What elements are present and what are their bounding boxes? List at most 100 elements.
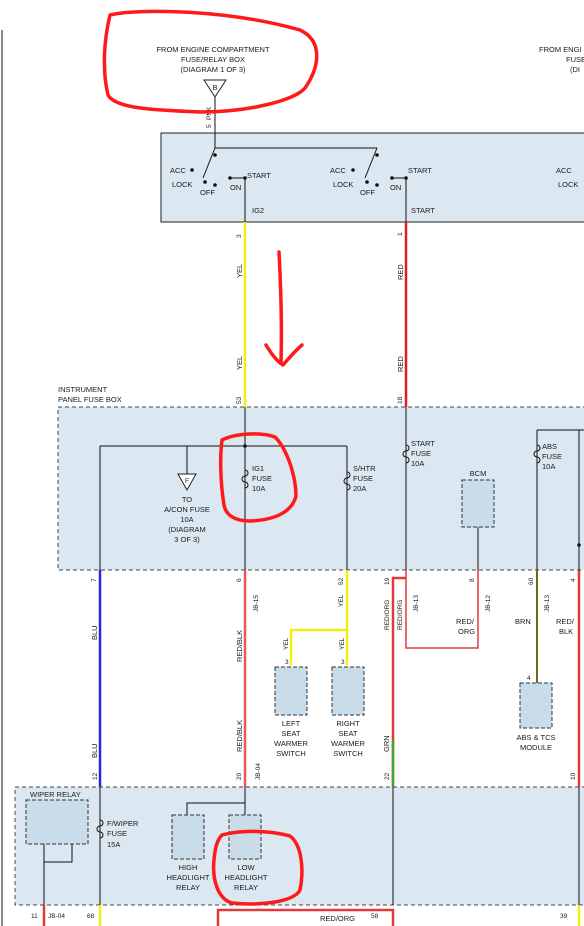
svg-text:ABS: ABS: [542, 442, 557, 451]
shtr-fuse-icon: [343, 471, 351, 491]
right-seat-yel: YEL: [339, 637, 346, 650]
svg-text:7: 7: [91, 578, 98, 582]
svg-text:39: 39: [560, 913, 568, 920]
svg-text:SEAT: SEAT: [338, 729, 357, 738]
svg-text:11: 11: [31, 913, 38, 920]
pin-53: 53: [236, 396, 243, 404]
svg-text:START: START: [408, 166, 432, 175]
svg-text:68: 68: [87, 913, 95, 920]
fwiper-fuse-icon: [96, 819, 104, 839]
high-headlight-relay: [171, 814, 205, 860]
instrument-panel-title: INSTRUMENT PANEL FUSE BOX: [58, 385, 122, 404]
abs-pin: 4: [527, 675, 531, 682]
svg-text:RED/ORG: RED/ORG: [320, 914, 355, 923]
svg-text:YEL: YEL: [338, 594, 345, 607]
svg-text:RED/ORG: RED/ORG: [384, 600, 391, 630]
svg-text:JB-13: JB-13: [413, 595, 420, 612]
svg-text:JB-04: JB-04: [255, 763, 262, 780]
yel-seat-wire: [289, 570, 349, 665]
svg-text:F/WIPER: F/WIPER: [107, 819, 139, 828]
svg-text:BLU: BLU: [90, 743, 99, 758]
yel-label-top: YEL: [235, 264, 244, 278]
svg-text:ACC: ACC: [170, 166, 186, 175]
left-seat-label: LEFT SEAT WARMER SWITCH: [274, 719, 308, 758]
svg-text:FUSE: FUSE: [411, 449, 431, 458]
svg-text:A/CON FUSE: A/CON FUSE: [164, 505, 210, 514]
left-seat-warmer-switch: [274, 666, 308, 716]
svg-text:ON: ON: [390, 183, 401, 192]
svg-text:19: 19: [384, 577, 391, 585]
instrument-panel-fuse-box: [57, 406, 584, 571]
fwiper-fuse-label: F/WIPER FUSE 15A: [107, 819, 139, 849]
abs-fuse-label: ABS FUSE 10A: [542, 442, 562, 471]
left-seat-yel: YEL: [283, 637, 290, 650]
low-relay-label: LOW HEADLIGHT RELAY: [225, 863, 268, 892]
ig1-fuse-label: IG1 FUSE 10A: [252, 464, 272, 493]
svg-text:WARMER: WARMER: [331, 739, 365, 748]
red-blk-right-b: BLK: [559, 627, 573, 636]
abs-tcs-module: [519, 682, 553, 729]
top-pin: 5: [206, 124, 213, 128]
svg-text:RELAY: RELAY: [234, 883, 258, 892]
red-org-label-a: RED/: [456, 617, 475, 626]
ig2-label: IG2: [252, 206, 264, 215]
svg-text:4: 4: [570, 578, 577, 582]
svg-text:IG1: IG1: [252, 464, 264, 473]
svg-text:SWITCH: SWITCH: [276, 749, 306, 758]
svg-text:LOCK: LOCK: [558, 180, 578, 189]
svg-text:SWITCH: SWITCH: [333, 749, 363, 758]
brn-label: BRN: [515, 617, 531, 626]
svg-text:LOCK: LOCK: [172, 180, 192, 189]
annotation-arrow: [264, 250, 304, 367]
svg-text:ABS & TCS: ABS & TCS: [516, 733, 555, 742]
acon-connector: [177, 473, 197, 492]
pin-18: 18: [397, 396, 404, 404]
ig1-fuse-icon: [241, 469, 249, 489]
ignition-switch-box: [160, 132, 584, 223]
svg-text:WARMER: WARMER: [274, 739, 308, 748]
start-fuse-icon: [402, 444, 410, 464]
svg-text:60: 60: [528, 577, 535, 585]
svg-text:HEADLIGHT: HEADLIGHT: [225, 873, 268, 882]
svg-text:HIGH: HIGH: [179, 863, 198, 872]
svg-text:ON: ON: [230, 183, 241, 192]
svg-text:10A: 10A: [411, 459, 424, 468]
svg-text:OFF: OFF: [360, 188, 375, 197]
svg-text:INSTRUMENT: INSTRUMENT: [58, 385, 108, 394]
shtr-fuse-label: S/HTR FUSE 20A: [353, 464, 376, 493]
bcm-label: BCM: [470, 469, 487, 478]
svg-text:FUSE: FUSE: [542, 452, 562, 461]
svg-text:OFF: OFF: [200, 188, 215, 197]
svg-text:(DIAGRAM: (DIAGRAM: [168, 525, 206, 534]
svg-text:12: 12: [92, 772, 99, 780]
annotation-circle-source: [102, 9, 319, 114]
svg-text:S/HTR: S/HTR: [353, 464, 376, 473]
svg-text:GRN: GRN: [382, 735, 391, 752]
svg-text:8: 8: [469, 578, 476, 582]
connector-letter: B: [212, 83, 217, 92]
svg-text:52: 52: [338, 577, 345, 585]
svg-text:FUSE: FUSE: [353, 474, 373, 483]
bcm-module: [461, 479, 495, 528]
wiper-relay: [25, 799, 89, 845]
svg-text:(DIAGRAM 1 OF 3): (DIAGRAM 1 OF 3): [180, 65, 246, 74]
abs-module-label: ABS & TCS MODULE: [516, 733, 555, 752]
svg-text:RELAY: RELAY: [176, 883, 200, 892]
switch-blade-2: [364, 147, 378, 179]
right-seat-pin: 3: [341, 659, 345, 666]
svg-text:22: 22: [384, 772, 391, 780]
bottom-red-org-wire: [216, 908, 395, 926]
annotation-circle-low-relay: [211, 829, 304, 906]
svg-text:LOCK: LOCK: [333, 180, 353, 189]
wiper-relay-label: WIPER RELAY: [30, 790, 81, 799]
svg-text:RED/ORG: RED/ORG: [397, 600, 404, 630]
svg-text:58: 58: [371, 913, 379, 920]
acon-letter: F: [185, 478, 189, 485]
svg-text:10A: 10A: [542, 462, 555, 471]
svg-text:HEADLIGHT: HEADLIGHT: [167, 873, 210, 882]
switch-blade-1: [202, 147, 216, 179]
abs-fuse-icon: [533, 444, 541, 464]
red-org-label-b: ORG: [458, 627, 475, 636]
svg-text:PANEL FUSE BOX: PANEL FUSE BOX: [58, 395, 122, 404]
